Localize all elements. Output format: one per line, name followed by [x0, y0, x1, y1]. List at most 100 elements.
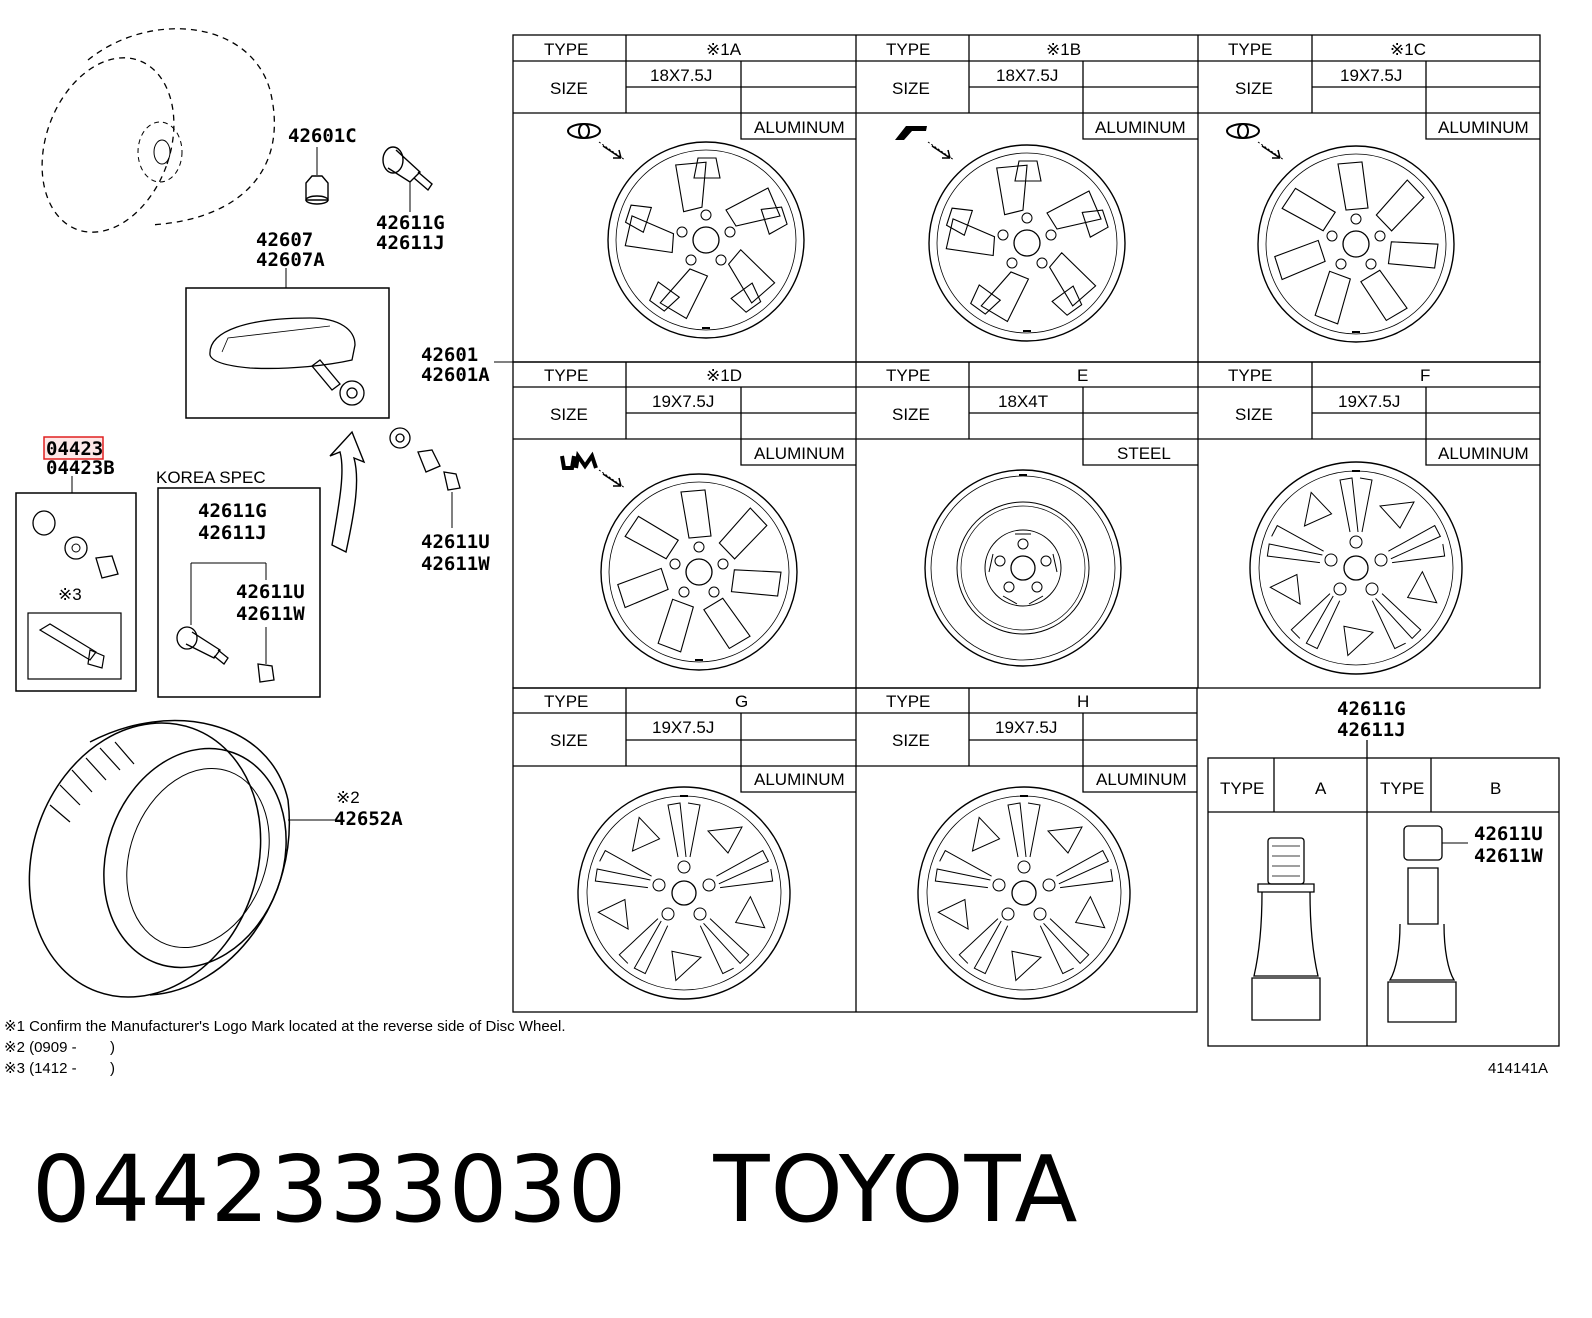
wheel-e-material: STEEL	[1117, 444, 1171, 463]
korea-42611g-label[interactable]: 42611G	[198, 500, 267, 522]
wheel-g-drawing	[577, 786, 791, 1000]
korea-42611w-label[interactable]: 42611W	[236, 603, 305, 625]
footer-brand: TOYOTA	[713, 1136, 1079, 1243]
wheel-f-size-label: SIZE	[1235, 405, 1273, 424]
part-04423-highlight[interactable]	[43, 436, 104, 460]
wheel-1b-type: ※1B	[1046, 40, 1081, 59]
wheel-1c-size-label: SIZE	[1235, 79, 1273, 98]
valve-type-a-label: TYPE	[1220, 779, 1264, 798]
valve-type-a-drawing	[1251, 837, 1321, 1021]
part-42652a-label[interactable]: 42652A	[334, 808, 403, 830]
valve-type-b-label: TYPE	[1380, 779, 1424, 798]
diagram-id: 414141A	[1488, 1060, 1548, 1077]
wheel-e-type-label: TYPE	[886, 366, 930, 385]
wheel-1d-size-label: SIZE	[550, 405, 588, 424]
logo-arrow-icon	[1257, 141, 1285, 161]
wheel-1c-size: 19X7.5J	[1340, 66, 1402, 85]
logo-arrow-icon	[927, 141, 955, 161]
wheel-1a-drawing	[607, 141, 805, 339]
wheel-1d-material: ALUMINUM	[754, 444, 845, 463]
wheel-1a-size-label: SIZE	[550, 79, 588, 98]
note-2: ※2 (0909 - )	[4, 1039, 115, 1056]
wheel-g-size: 19X7.5J	[652, 718, 714, 737]
wheel-h-size: 19X7.5J	[995, 718, 1057, 737]
note-1: ※1 Confirm the Manufacturer's Logo Mark …	[4, 1018, 566, 1035]
part-42611w-label[interactable]: 42611W	[421, 553, 490, 575]
wheel-f-type: F	[1420, 366, 1430, 385]
footer-caption: 0442333030 TOYOTA	[32, 1135, 1079, 1245]
wheel-h-size-label: SIZE	[892, 731, 930, 750]
valve-cap-set-drawing	[389, 427, 461, 528]
wheel-1b-type-label: TYPE	[886, 40, 930, 59]
valve-42611w-label[interactable]: 42611W	[1474, 845, 1543, 867]
wheel-f-material: ALUMINUM	[1438, 444, 1529, 463]
toyota-logo-icon	[567, 123, 601, 139]
part-42607-label[interactable]: 42607	[256, 229, 313, 251]
sensor-cap-42601c-drawing	[305, 147, 329, 205]
wheel-1d-type: ※1D	[706, 366, 742, 385]
wheel-e-size-label: SIZE	[892, 405, 930, 424]
install-arrow	[329, 430, 366, 554]
tire-note-mark: ※2	[336, 788, 360, 807]
wheel-1c-type: ※1C	[1390, 40, 1426, 59]
valve-type-a-value: A	[1315, 779, 1327, 798]
part-42607a-label[interactable]: 42607A	[256, 249, 325, 271]
korea-42611u-label[interactable]: 42611U	[236, 581, 305, 603]
wheel-1d-size: 19X7.5J	[652, 392, 714, 411]
wheel-e-size: 18X4T	[998, 392, 1048, 411]
part-04423b-label[interactable]: 04423B	[46, 457, 115, 479]
logo-arrow-icon	[598, 141, 626, 161]
part-42601a-label[interactable]: 42601A	[421, 364, 490, 386]
wheel-h-material: ALUMINUM	[1096, 770, 1187, 789]
part-42601-label[interactable]: 42601	[421, 344, 478, 366]
part-42611u-label[interactable]: 42611U	[421, 531, 490, 553]
valve-type-b-drawing	[1387, 825, 1468, 1023]
toyota-logo-icon	[1226, 123, 1260, 139]
wheel-f-type-label: TYPE	[1228, 366, 1272, 385]
tire-wheel-assembly-drawing	[41, 28, 275, 233]
wheel-1c-type-label: TYPE	[1228, 40, 1272, 59]
wheel-1a-type: ※1A	[706, 40, 742, 59]
wheel-1c-material: ALUMINUM	[1438, 118, 1529, 137]
note-3: ※3 (1412 - )	[4, 1060, 115, 1077]
korea-42611j-label[interactable]: 42611J	[198, 522, 267, 544]
valve-42611u-label[interactable]: 42611U	[1474, 823, 1543, 845]
valve-table-grid	[1207, 740, 1560, 1047]
wheel-e-type: E	[1077, 366, 1088, 385]
spare-tire-drawing	[28, 719, 335, 998]
wheel-g-type: G	[735, 692, 748, 711]
wheel-e-drawing	[924, 469, 1122, 667]
wheel-1b-drawing	[928, 144, 1126, 342]
logo-arrow-icon	[598, 469, 626, 489]
part-42611g-label[interactable]: 42611G	[376, 212, 445, 234]
wheel-1a-type-label: TYPE	[544, 40, 588, 59]
wheel-g-size-label: SIZE	[550, 731, 588, 750]
part-42611j-label[interactable]: 42611J	[376, 232, 445, 254]
wheel-1b-material: ALUMINUM	[1095, 118, 1186, 137]
korea-spec-label: KOREA SPEC	[156, 468, 266, 487]
wheel-1a-material: ALUMINUM	[754, 118, 845, 137]
wheel-f-size: 19X7.5J	[1338, 392, 1400, 411]
valve-type-b-value: B	[1490, 779, 1501, 798]
maker-logo-icon	[895, 126, 927, 140]
wheel-1b-size: 18X7.5J	[996, 66, 1058, 85]
part-04423-label[interactable]: 04423	[46, 438, 103, 460]
footer-part-number: 0442333030	[32, 1136, 628, 1243]
wheel-1d-drawing	[600, 473, 798, 671]
wheel-f-drawing	[1249, 461, 1463, 675]
wheel-h-drawing	[917, 786, 1131, 1000]
valve-kit-04423b-box	[15, 476, 137, 692]
valve-42611g-heading[interactable]: 42611G	[1337, 698, 1406, 720]
wheel-1c-drawing	[1257, 145, 1455, 343]
korea-spec-box	[157, 487, 321, 698]
valve-42611j-heading[interactable]: 42611J	[1337, 719, 1406, 741]
wheel-1b-size-label: SIZE	[892, 79, 930, 98]
valve-stem-42611g-drawing	[382, 146, 433, 212]
wheel-1d-type-label: TYPE	[544, 366, 588, 385]
wheel-1a-size: 18X7.5J	[650, 66, 712, 85]
tpms-sensor-box	[185, 268, 390, 419]
part-42601c-label[interactable]: 42601C	[288, 125, 357, 147]
wheel-g-type-label: TYPE	[544, 692, 588, 711]
wheel-h-type: H	[1077, 692, 1089, 711]
